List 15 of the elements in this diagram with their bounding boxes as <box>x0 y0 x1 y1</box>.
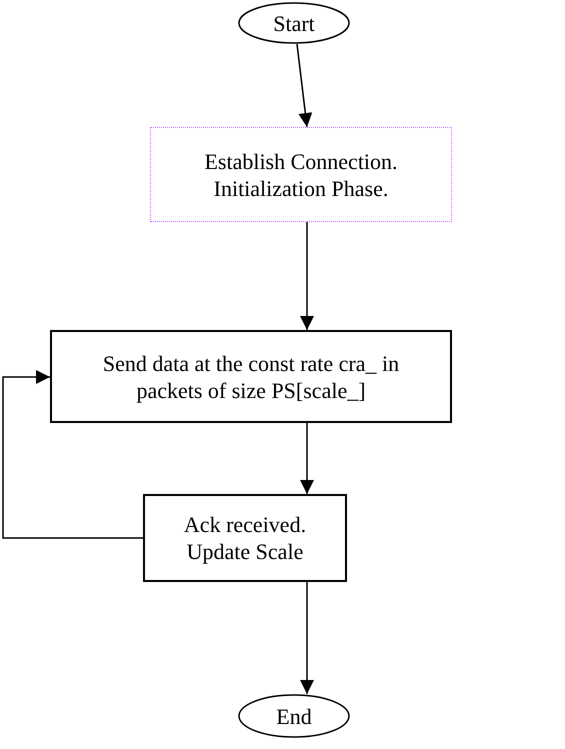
arrow <box>300 582 314 694</box>
node-text: Send data at the const rate cra_ in packets of size PS[scale_] <box>102 350 400 404</box>
terminal-ellipse <box>238 2 350 44</box>
process-box <box>143 494 347 582</box>
node-text: End <box>275 702 313 730</box>
process-box <box>150 127 452 222</box>
node-text: Ack received. Update Scale <box>182 511 308 565</box>
node-text: Establish Connection. Initialization Phase. <box>203 148 399 202</box>
arrow <box>296 44 312 128</box>
node-text: Start <box>272 10 316 36</box>
arrow <box>2 370 143 539</box>
arrow <box>300 423 314 494</box>
process-box <box>50 330 452 423</box>
terminal-ellipse <box>238 694 350 738</box>
arrow <box>300 222 314 330</box>
